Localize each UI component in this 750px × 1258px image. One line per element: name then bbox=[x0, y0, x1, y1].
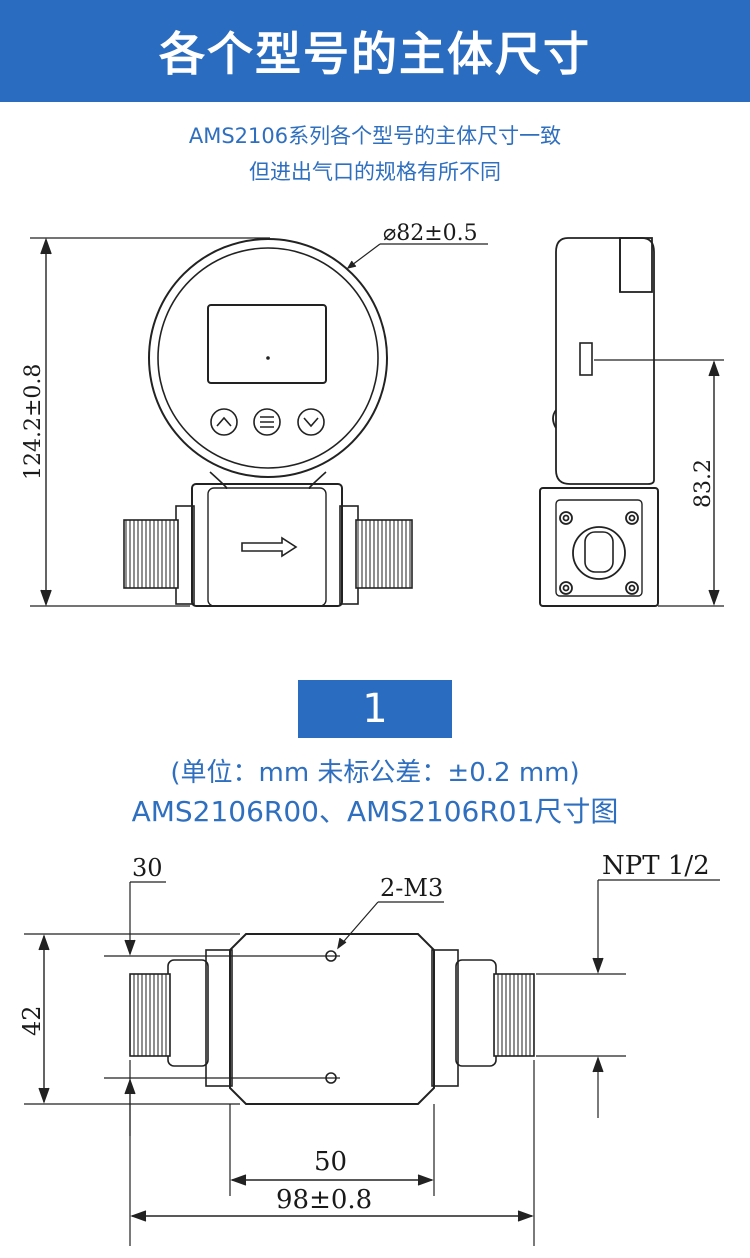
menu-button-icon bbox=[253, 408, 281, 436]
page-header: 各个型号的主体尺寸 bbox=[0, 0, 750, 102]
height-label: 124.2±0.8 bbox=[21, 364, 46, 480]
side-housing bbox=[555, 237, 655, 485]
intro-line-2: 但进出气口的规格有所不同 bbox=[249, 160, 501, 184]
flow-direction-arrow-icon bbox=[241, 536, 298, 558]
label-30: 30 bbox=[132, 854, 163, 882]
body-outline bbox=[229, 933, 435, 1105]
gauge-outer-ring bbox=[148, 238, 388, 478]
label-m3: 2-M3 bbox=[380, 874, 443, 902]
models-caption: AMS2106R00、AMS2106R01尺寸图 bbox=[131, 795, 619, 828]
intro-line-1: AMS2106系列各个型号的主体尺寸一致 bbox=[188, 124, 562, 148]
display-screen bbox=[207, 304, 327, 384]
side-base-block bbox=[539, 487, 659, 607]
top-drawing: ⌀82±0.5 124.2±0.8 83.2 bbox=[21, 221, 724, 607]
down-button-icon bbox=[297, 408, 325, 436]
label-50: 50 bbox=[314, 1147, 347, 1177]
figure-number-badge: 1 bbox=[298, 680, 452, 738]
diameter-label: ⌀82±0.5 bbox=[383, 221, 478, 246]
label-98: 98±0.8 bbox=[276, 1185, 372, 1215]
side-height-label: 83.2 bbox=[691, 459, 716, 508]
up-button-icon bbox=[210, 408, 238, 436]
page-title: 各个型号的主体尺寸 bbox=[159, 27, 591, 81]
units-caption: (单位：mm 未标公差：±0.2 mm) bbox=[170, 758, 580, 788]
label-42: 42 bbox=[18, 1005, 46, 1036]
flow-body bbox=[191, 483, 343, 607]
label-npt: NPT 1/2 bbox=[602, 851, 710, 881]
bottom-drawing: 42 30 2-M3 NPT 1/2 50 bbox=[18, 851, 720, 1246]
gauge-inner-ring bbox=[157, 247, 379, 469]
figure-number: 1 bbox=[362, 686, 388, 732]
port-opening bbox=[572, 526, 626, 580]
